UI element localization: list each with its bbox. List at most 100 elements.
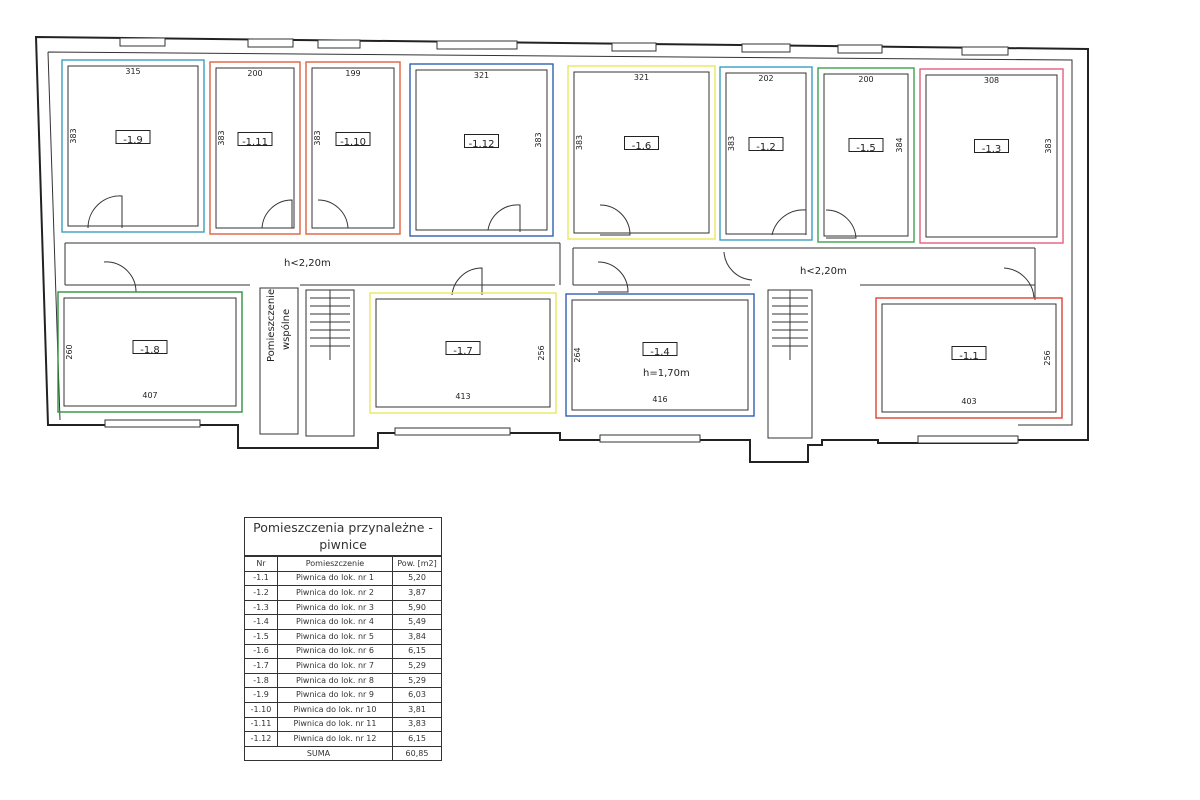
room-number: -1.9 [123,135,143,146]
room-outline [409,63,554,237]
row-area: 5,29 [392,658,441,674]
room-length-dimension: 383 [313,130,322,145]
building-outline [34,35,1089,463]
room-outline [209,61,301,235]
room-outline [919,68,1064,244]
room-label-box [464,134,499,148]
room-label-box [624,136,659,150]
room-outline [565,293,755,417]
row-room: Piwnica do lok. nr 7 [277,658,393,674]
window [119,37,166,47]
row-room: Piwnica do lok. nr 8 [277,672,393,689]
row-room: SUMA [245,745,393,761]
door [261,199,293,229]
door [451,267,483,296]
row-area: 6,15 [392,643,441,660]
row-area: 5,29 [392,672,441,689]
row-nr: -1.11 [245,716,278,733]
legend-title-line2: piwnice [319,537,367,552]
row-area: 60,85 [392,745,441,761]
row-room: Piwnica do lok. nr 6 [277,643,393,660]
room-outline [57,291,243,413]
row-room: Piwnica do lok. nr 5 [277,628,393,645]
row-nr: -1.12 [245,731,278,747]
room-width-dimension: 199 [345,69,360,78]
rooms-group: -1.9315383-1.11200383-1.10199383-1.12321… [57,59,1064,419]
room-number: -1.11 [242,137,268,148]
room-number: -1.7 [453,346,473,357]
room-width-dimension: 407 [142,391,157,400]
room-wall [725,72,807,235]
room-width-dimension: 403 [961,397,976,406]
row-nr: -1.4 [245,614,278,630]
row-room: Piwnica do lok. nr 12 [277,731,393,747]
room-label-box [335,132,371,146]
room-width-dimension: 315 [125,67,140,76]
row-room: Piwnica do lok. nr 4 [277,614,393,630]
room-width-dimension: 321 [474,71,489,80]
row-room: Piwnica do lok. nr 10 [277,701,393,718]
room-width-dimension: 200 [247,69,262,78]
row-nr: -1.6 [245,643,278,660]
common-room-label-1: Pomieszczenie [266,289,277,362]
room-wall [63,297,237,407]
corridor-right-height: h<2,20m [800,266,847,277]
room-number: -1.2 [756,142,776,153]
row-area: 3,83 [392,716,441,733]
room-label-box [951,346,987,360]
room-length-dimension: 383 [534,132,543,147]
col-header-room: Pomieszczenie [277,556,393,572]
room-label-box [642,342,678,356]
common-room-label-2: wspólne [280,309,292,350]
col-header-area: Pow. [m2] [392,556,441,572]
room-width-dimension: 413 [455,392,470,401]
row-area: 5,90 [392,599,441,616]
door [487,204,521,232]
room-outline [369,292,557,414]
room-number: -1.10 [340,137,366,148]
room-length-dimension: 256 [1043,350,1052,365]
door [317,199,349,229]
row-room: Piwnica do lok. nr 2 [277,585,393,601]
room-width-dimension: 416 [652,395,667,404]
room-number: -1.4 [650,347,670,358]
room-number: -1.6 [632,141,652,152]
room-width-dimension: 321 [634,73,649,82]
room-number: -1.8 [140,345,160,356]
room-outline [875,297,1063,419]
legend-title: Pomieszczenia przynależne - piwnice [245,518,441,556]
row-nr: -1.3 [245,599,278,616]
room-length-dimension: 264 [573,347,582,362]
room-number: -1.3 [982,144,1002,155]
room-length-dimension: 383 [1044,138,1053,153]
window [611,42,657,52]
window [599,434,701,443]
door [1003,267,1035,299]
room-outline [305,61,401,235]
row-room: Piwnica do lok. nr 3 [277,599,393,616]
room-1-4-height: h=1,70m [643,368,690,379]
room-wall [925,74,1058,238]
row-nr: -1.2 [245,585,278,601]
door [103,261,137,293]
legend-title-line1: Pomieszczenia przynależne - [253,520,433,535]
room-legend: Pomieszczenia przynależne - piwnice Nr P… [244,517,442,762]
building-inner-outline [47,51,1073,426]
door [723,251,753,281]
room-number: -1.1 [959,351,979,362]
room-length-dimension: 383 [727,136,736,151]
row-area: 6,03 [392,687,441,703]
room-number: -1.5 [856,143,876,154]
room-wall [415,69,548,231]
room-label-box [848,138,884,152]
